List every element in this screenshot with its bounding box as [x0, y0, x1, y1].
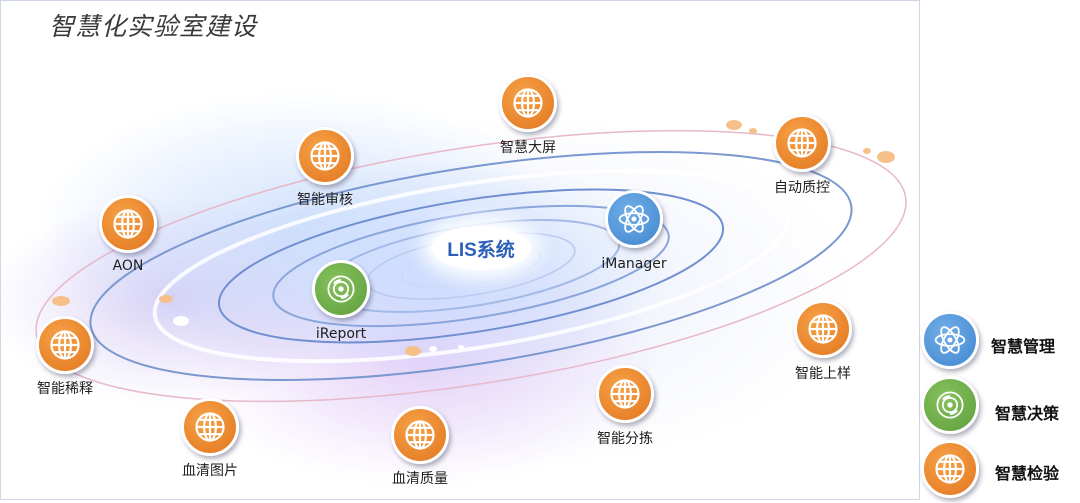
- node-label: 血清图片: [182, 463, 238, 479]
- globe-icon: [296, 127, 354, 185]
- legend-label: 智慧决策: [995, 404, 1060, 423]
- globe-icon: [596, 365, 654, 423]
- center-label: LIS系统: [447, 239, 515, 261]
- node-label: 智能分拣: [597, 431, 653, 447]
- orbit-ring: [35, 129, 907, 403]
- node-label: 智能审核: [297, 192, 353, 208]
- orbit-ring: [272, 204, 670, 328]
- legend-label: 智慧检验: [995, 464, 1060, 483]
- orbit-rings: [35, 120, 907, 403]
- node-label: AON: [112, 258, 144, 274]
- center-hub: LIS系统: [431, 226, 531, 270]
- node-label: iManager: [601, 256, 667, 272]
- globe-icon: [36, 316, 94, 374]
- globe-icon: [921, 440, 979, 498]
- orbit-ring: [152, 168, 790, 364]
- page-title: 智慧化实验室建设: [49, 12, 258, 41]
- legend-label: 智慧管理: [991, 337, 1056, 356]
- globe-icon: [99, 195, 157, 253]
- node-label: 自动质控: [774, 180, 830, 196]
- disc-icon: [921, 376, 979, 434]
- orbit-dots: [52, 120, 895, 356]
- globe-icon: [499, 74, 557, 132]
- globe-icon: [794, 300, 852, 358]
- node-label: 智能上样: [795, 366, 851, 382]
- globe-icon: [773, 114, 831, 172]
- atom-icon: [921, 311, 979, 369]
- globe-icon: [181, 398, 239, 456]
- node-label: 智能稀释: [37, 381, 93, 397]
- node-label: 血清质量: [392, 471, 448, 487]
- globe-icon: [391, 406, 449, 464]
- node-label: 智慧大屏: [500, 140, 556, 156]
- galaxy-frame: 智慧化实验室建设 LIS系统 智慧大屏 智能审核 自动质控: [0, 0, 920, 500]
- orbit-ring: [89, 150, 853, 382]
- orbit-ring: [217, 188, 725, 344]
- node-label: iReport: [315, 326, 367, 342]
- disc-icon: [312, 260, 370, 318]
- atom-icon: [605, 190, 663, 248]
